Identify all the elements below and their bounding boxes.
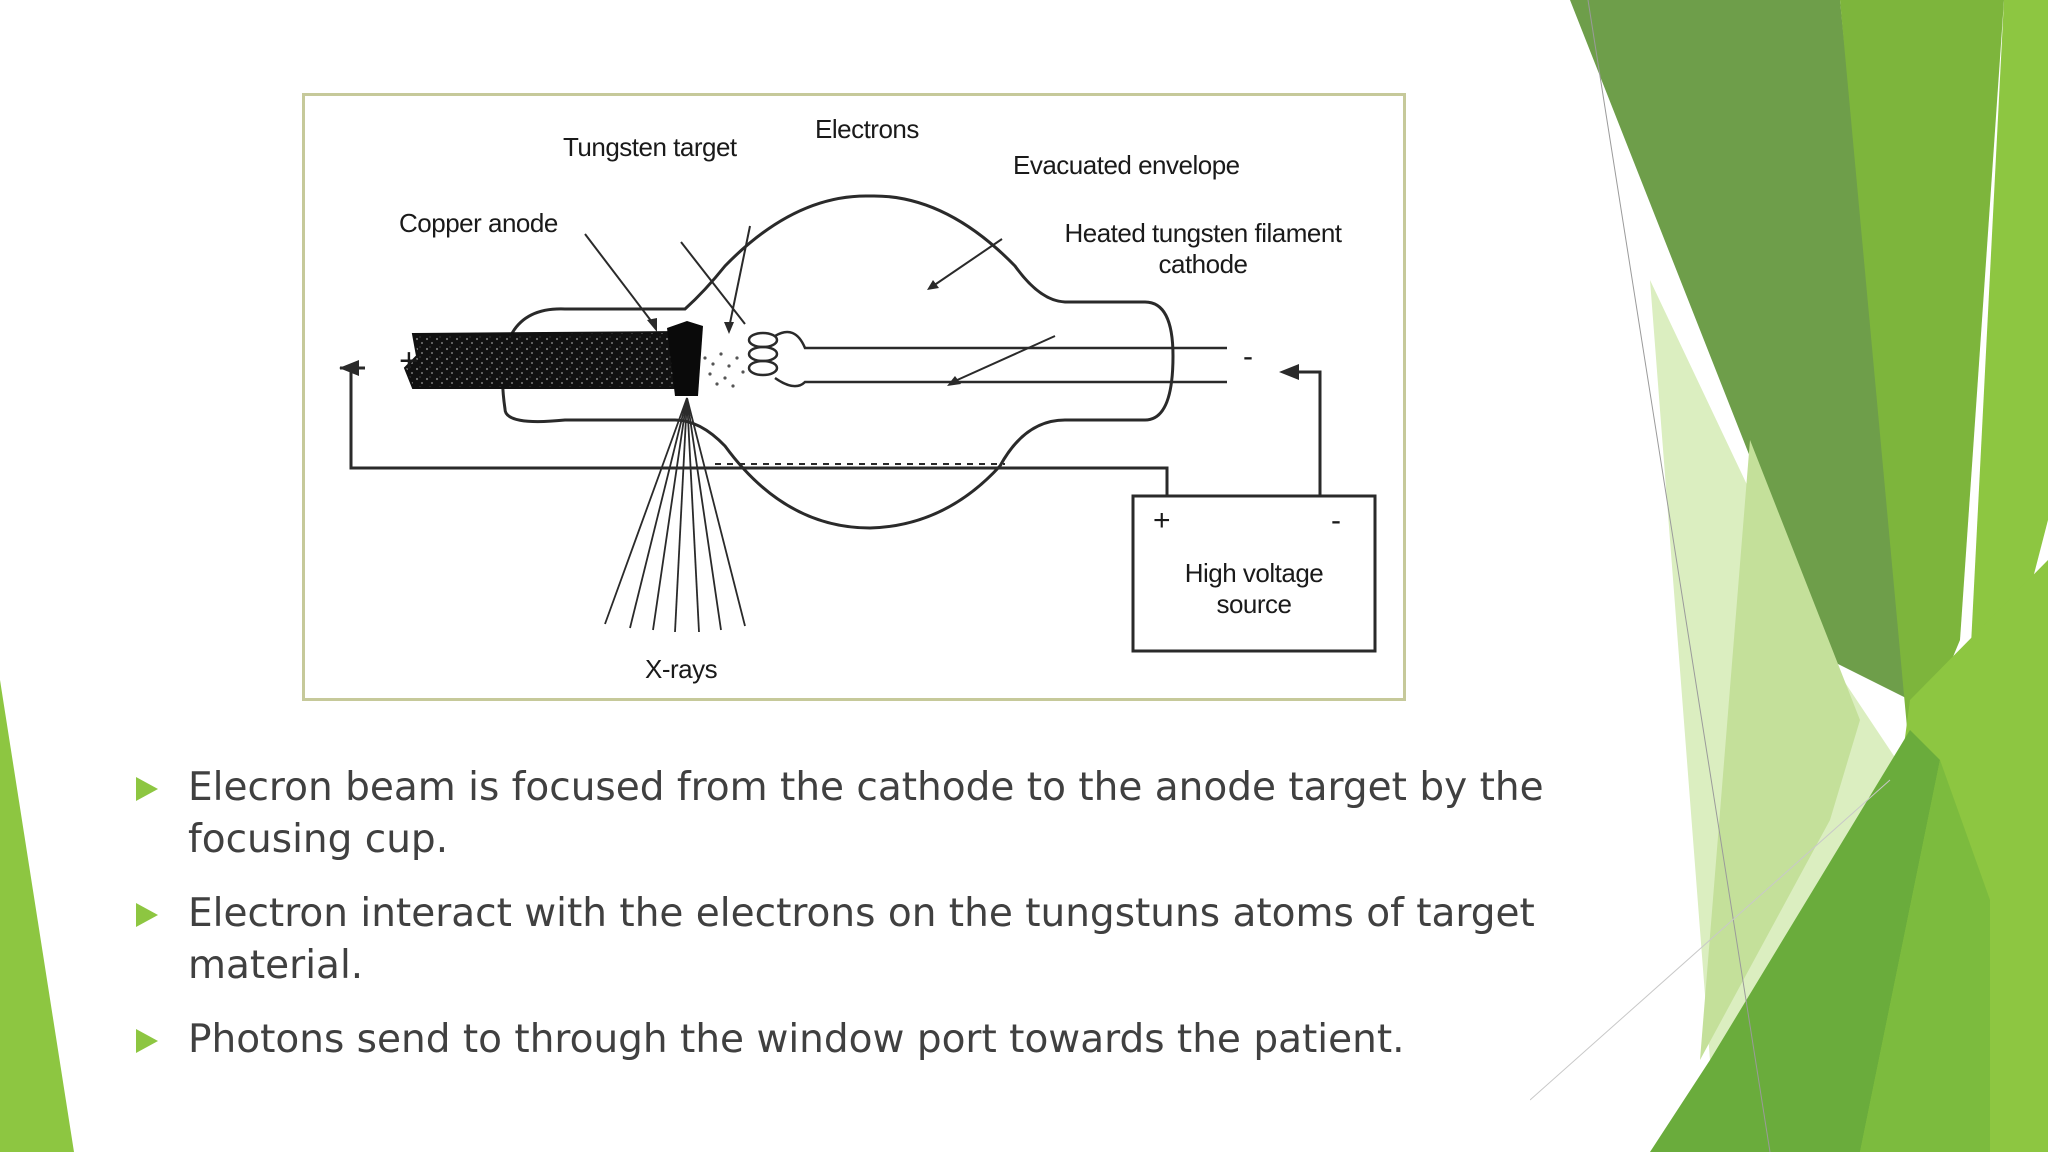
tungsten-target-block [667, 321, 703, 396]
bullet-triangle-icon [136, 903, 158, 927]
label-electrons: Electrons [815, 114, 919, 144]
leader-lines [584, 225, 1056, 382]
label-copper-anode: Copper anode [399, 208, 558, 238]
label-xrays: X-rays [645, 654, 718, 684]
label-source-minus: - [1331, 504, 1341, 537]
bullet-text: Electron interact with the electrons on … [188, 891, 1535, 988]
electron-dots [703, 352, 745, 388]
filament-cathode [747, 330, 1227, 388]
label-evacuated-envelope: Evacuated envelope [1013, 150, 1240, 180]
right-decor-shapes [1530, 0, 2048, 1152]
bullet-item: Elecron beam is focused from the cathode… [130, 762, 1648, 866]
xray-beam-lines [604, 397, 746, 633]
bullet-item: Electron interact with the electrons on … [130, 888, 1648, 992]
bullet-triangle-icon [136, 1029, 158, 1053]
bullet-triangle-icon [136, 777, 158, 801]
label-high-voltage-line1: High voltage [1184, 558, 1324, 588]
xray-tube-diagram: Electrons Tungsten target Evacuated enve… [302, 93, 1406, 701]
label-source-plus: + [1153, 504, 1171, 537]
copper-anode-rod [403, 330, 698, 389]
left-decor-shape [0, 680, 74, 1152]
label-high-voltage-line2: source [1216, 589, 1292, 619]
bullet-text: Photons send to through the window port … [188, 1017, 1405, 1062]
label-plus-terminal: + [399, 342, 419, 380]
right-arrowhead [1279, 364, 1299, 380]
bullet-item: Photons send to through the window port … [130, 1014, 1648, 1066]
high-voltage-box [1131, 494, 1377, 653]
label-high-voltage-source: High voltage source [1133, 558, 1375, 620]
leader-arrowheads [647, 280, 961, 386]
label-heated-filament-line2: cathode [1158, 249, 1248, 279]
label-minus-terminal: - [1243, 340, 1253, 373]
label-tungsten-target: Tungsten target [563, 132, 737, 162]
left-arrowhead [339, 360, 359, 376]
label-heated-filament-line1: Heated tungsten filament [1064, 218, 1342, 248]
circuit-wires [340, 366, 1322, 496]
bullet-text: Elecron beam is focused from the cathode… [188, 765, 1544, 862]
glass-envelope [501, 194, 1175, 530]
label-heated-filament: Heated tungsten filament cathode [1043, 218, 1363, 280]
diagram-drawing [339, 194, 1377, 653]
bullet-list: Elecron beam is focused from the cathode… [130, 762, 1544, 1088]
